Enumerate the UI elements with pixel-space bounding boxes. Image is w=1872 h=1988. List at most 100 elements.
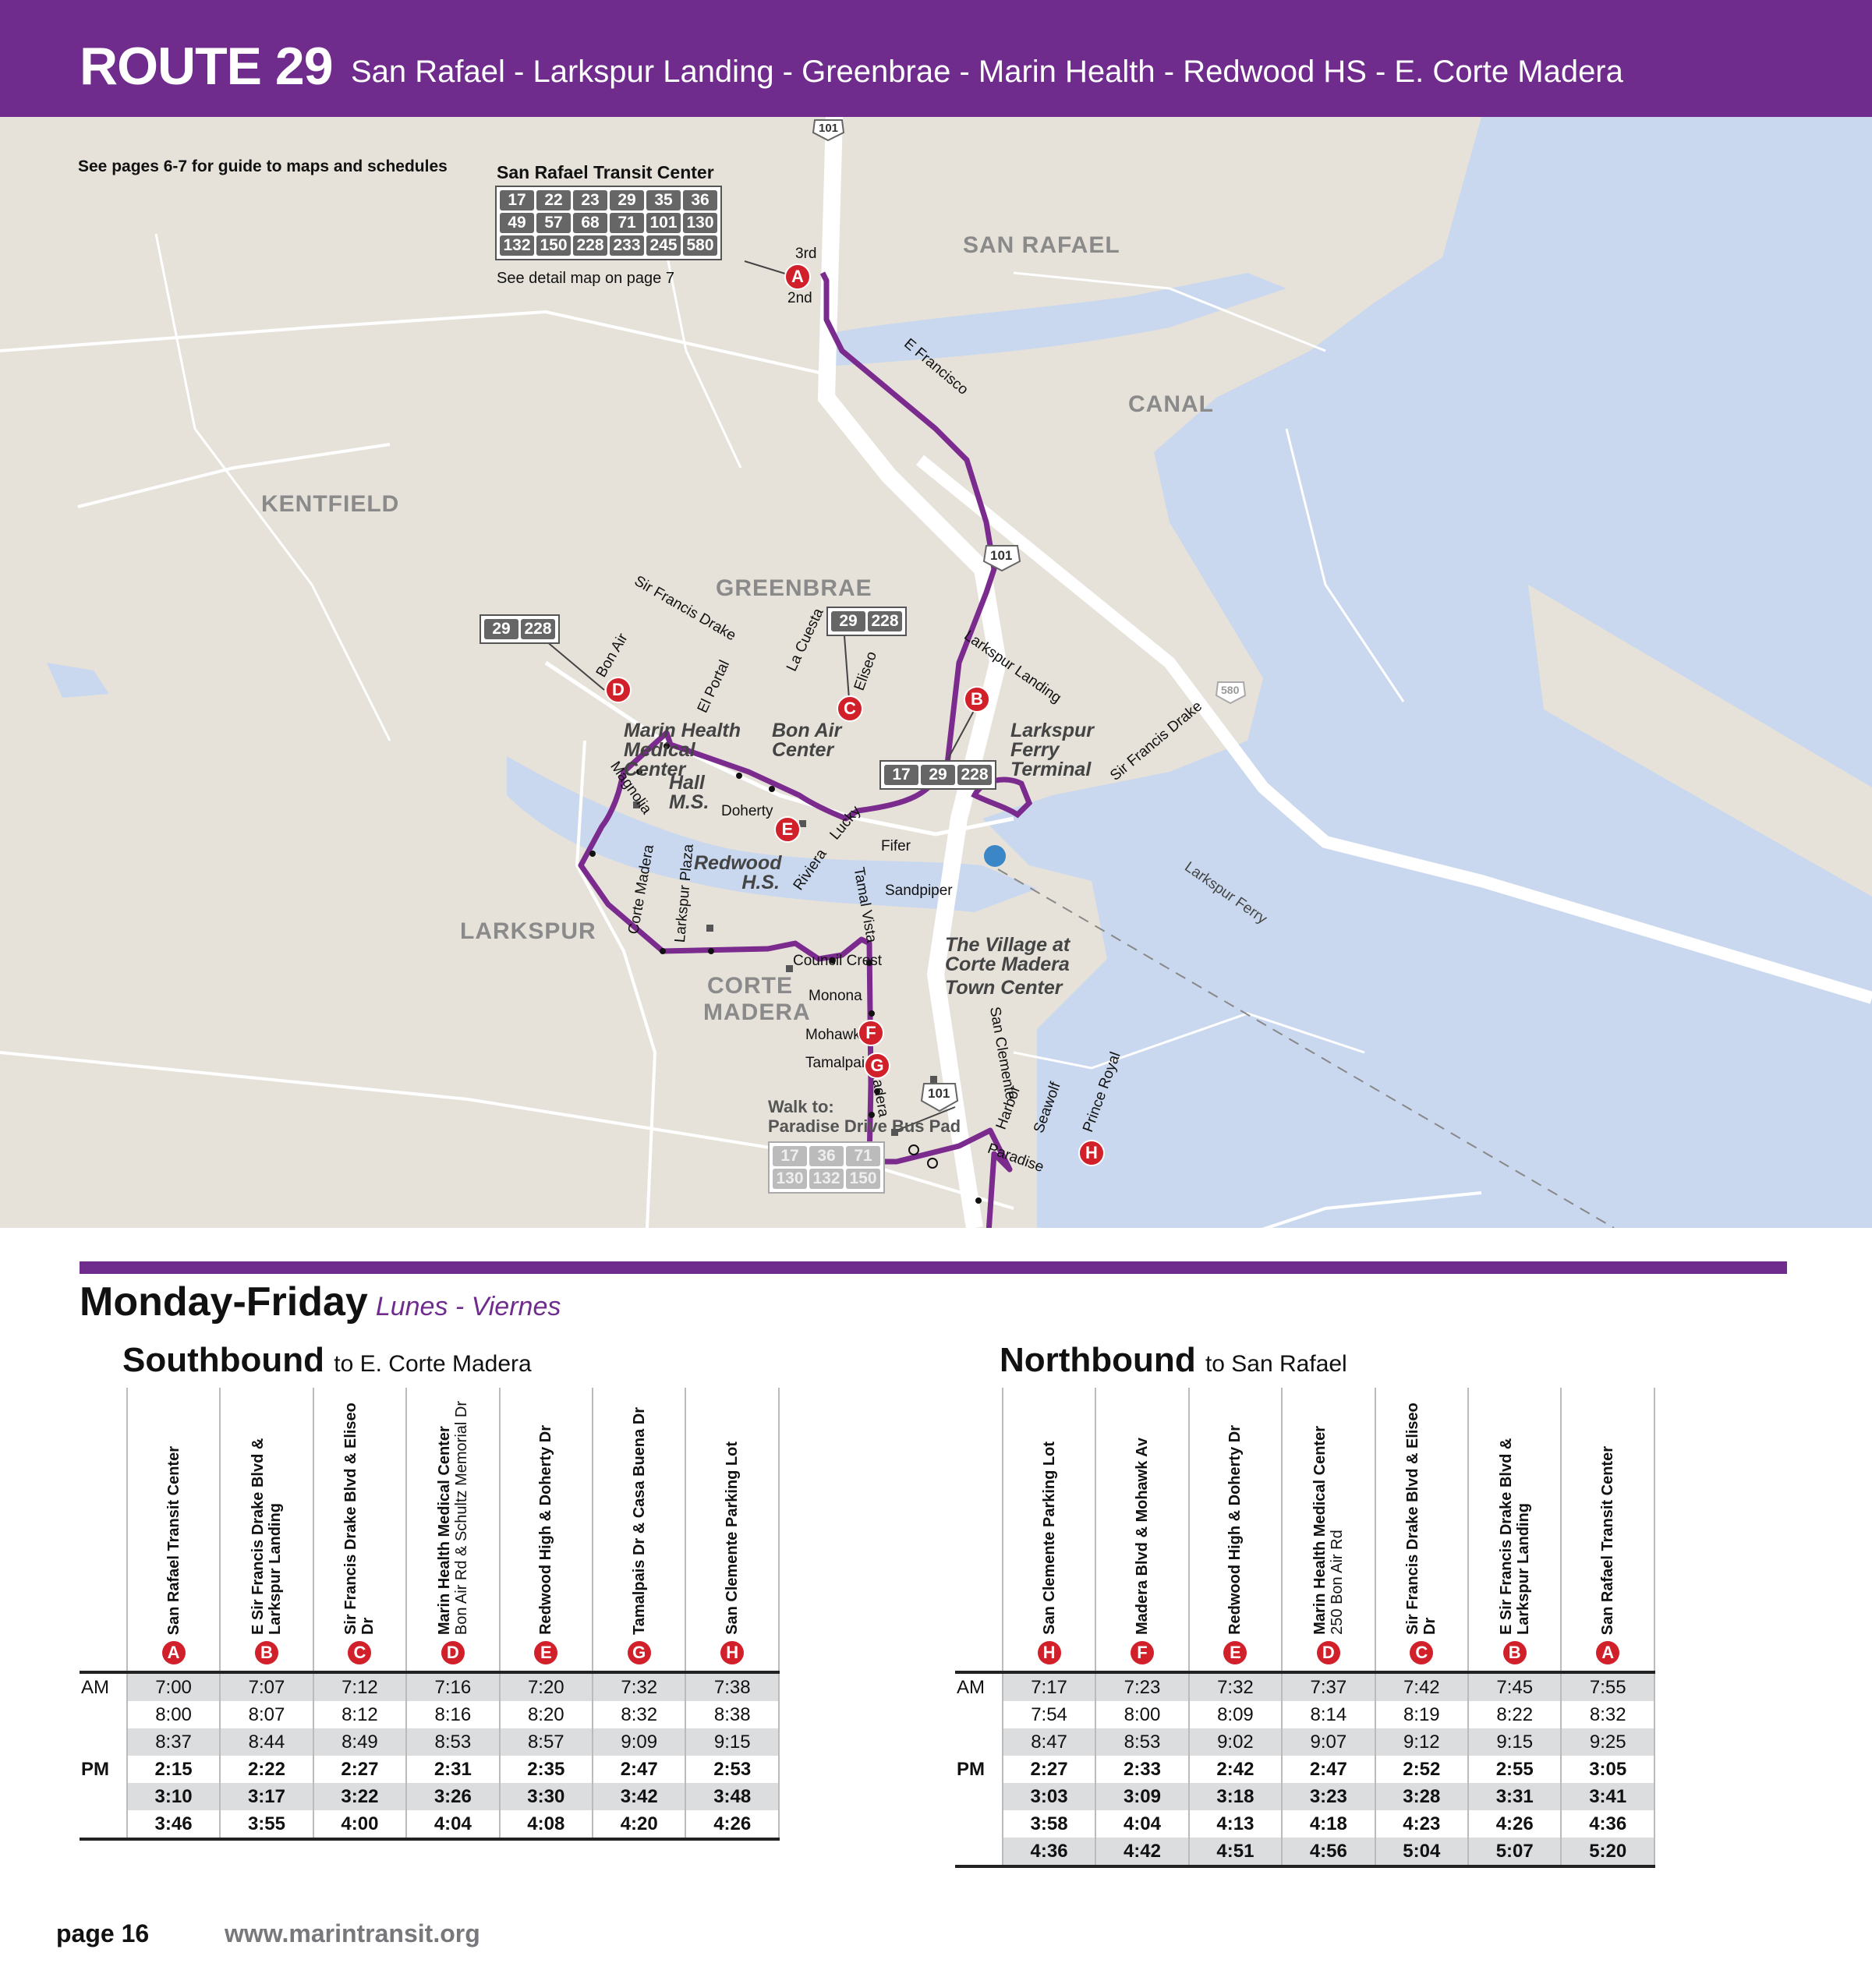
period-label — [955, 1701, 1003, 1728]
route-chip: 580 — [683, 235, 717, 256]
route-chip: 130 — [773, 1169, 807, 1189]
route-map[interactable]: 101 101 101 580 See pages 6-7 for guide … — [0, 117, 1872, 1228]
stop-name: Sir Francis Drake Blvd & Eliseo Dr — [342, 1403, 377, 1635]
route-chip: 228 — [573, 235, 607, 256]
departure-time: 3:58 — [1001, 1810, 1096, 1838]
route-number: ROUTE 29 — [80, 37, 334, 96]
departure-time: 5:04 — [1374, 1838, 1469, 1868]
timepoint-d[interactable]: D — [605, 677, 632, 703]
pond — [47, 663, 109, 698]
street-monona: Monona — [809, 988, 862, 1004]
timepoint-f[interactable]: F — [858, 1020, 884, 1046]
departure-time: 8:57 — [498, 1728, 593, 1756]
departure-time: 8:00 — [126, 1701, 221, 1728]
departure-time: 3:48 — [685, 1783, 780, 1810]
street-mohawk: Mohawk — [805, 1027, 861, 1043]
departure-time: 8:38 — [685, 1701, 780, 1728]
area-corte-madera: CORTE MADERA — [703, 973, 811, 1025]
stop-name: Tamalpais Dr & Casa Buena Dr — [630, 1407, 648, 1635]
route-chip: 228 — [521, 619, 555, 639]
street-2nd: 2nd — [787, 290, 812, 306]
guide-note: See pages 6-7 for guide to maps and sche… — [78, 157, 448, 175]
timepoint-a[interactable]: A — [784, 264, 811, 290]
route-chip: 71 — [846, 1146, 880, 1166]
route-chip: 29 — [831, 611, 865, 631]
timepoint-h[interactable]: H — [1078, 1140, 1105, 1166]
website-link[interactable]: www.marintransit.org — [225, 1919, 480, 1947]
timepoint-e[interactable]: E — [774, 816, 801, 843]
timepoint-badge: H — [720, 1641, 745, 1664]
departure-time: 4:51 — [1187, 1838, 1283, 1868]
timepoint-badge: A — [1596, 1641, 1620, 1664]
departure-time: 2:27 — [312, 1756, 407, 1783]
timepoint-g[interactable]: G — [864, 1052, 890, 1079]
landmark-markers — [633, 801, 937, 1136]
departure-time: 8:32 — [592, 1701, 686, 1728]
departure-time: 7:32 — [1187, 1671, 1283, 1701]
stop-address: Bon Air Rd & Schultz Memorial Dr — [452, 1400, 470, 1635]
timepoint-badge: A — [161, 1641, 186, 1664]
ferry-route-line — [997, 868, 1615, 1228]
departure-time: 4:04 — [405, 1810, 500, 1841]
departure-time: 2:47 — [1281, 1756, 1375, 1783]
departure-time: 3:18 — [1187, 1783, 1283, 1810]
northbound-title: Northbound to San Rafael — [1000, 1341, 1347, 1380]
timepoint-badge: E — [1223, 1641, 1247, 1664]
departure-time: 2:52 — [1374, 1756, 1469, 1783]
period-label — [955, 1810, 1003, 1838]
southbound-title: Southbound to E. Corte Madera — [122, 1341, 532, 1380]
departure-time: 7:16 — [405, 1671, 500, 1701]
transit-center-note: See detail map on page 7 — [497, 270, 674, 287]
departure-time: 7:12 — [312, 1671, 407, 1701]
period-label — [80, 1810, 127, 1841]
timepoint-b[interactable]: B — [964, 686, 990, 713]
departure-time: 8:14 — [1281, 1701, 1375, 1728]
stop-name: E Sir Francis Drake Blvd & Larkspur Land… — [249, 1438, 284, 1635]
route-chip: 130 — [683, 213, 717, 233]
departure-time: 8:49 — [312, 1728, 407, 1756]
us101-shield-label-mid: 101 — [990, 548, 1013, 563]
departure-time: 4:56 — [1281, 1838, 1375, 1868]
street-doherty: Doherty — [721, 803, 773, 819]
northbound-label: Northbound — [1000, 1341, 1196, 1379]
period-label: PM — [957, 1758, 985, 1780]
street-tamalpais: Tamalpais — [805, 1055, 872, 1071]
northbound-destination: to San Rafael — [1205, 1351, 1347, 1377]
departure-time: 8:53 — [405, 1728, 500, 1756]
route-chip: 17 — [500, 190, 534, 210]
timepoint-c[interactable]: C — [837, 695, 863, 722]
departure-time: 8:09 — [1187, 1701, 1283, 1728]
departure-time: 4:26 — [1467, 1810, 1562, 1838]
departure-time: 7:55 — [1560, 1671, 1655, 1701]
service-days-en: Monday-Friday — [80, 1279, 368, 1325]
transit-center-title: San Rafael Transit Center — [497, 162, 714, 182]
departure-time: 3:26 — [405, 1783, 500, 1810]
stop-name: Redwood High & Doherty Dr — [1226, 1425, 1244, 1635]
stop-name: San Clemente Parking Lot — [1040, 1441, 1058, 1635]
route-chip: 49 — [500, 213, 534, 233]
service-days-es: Lunes - Viernes — [375, 1292, 561, 1321]
departure-time: 3:22 — [312, 1783, 407, 1810]
departure-time: 2:35 — [498, 1756, 593, 1783]
street-council-crest: Council Crest — [793, 953, 883, 969]
departure-time: 9:02 — [1187, 1728, 1283, 1756]
route-chip: 245 — [646, 235, 681, 256]
san-rafael-canal — [819, 273, 1286, 366]
departure-time: 7:38 — [685, 1671, 780, 1701]
period-label: AM — [80, 1671, 127, 1701]
departure-time: 7:32 — [592, 1671, 686, 1701]
departure-time: 8:22 — [1467, 1701, 1562, 1728]
timepoint-badge: C — [1410, 1641, 1434, 1664]
streets — [0, 117, 1872, 1228]
